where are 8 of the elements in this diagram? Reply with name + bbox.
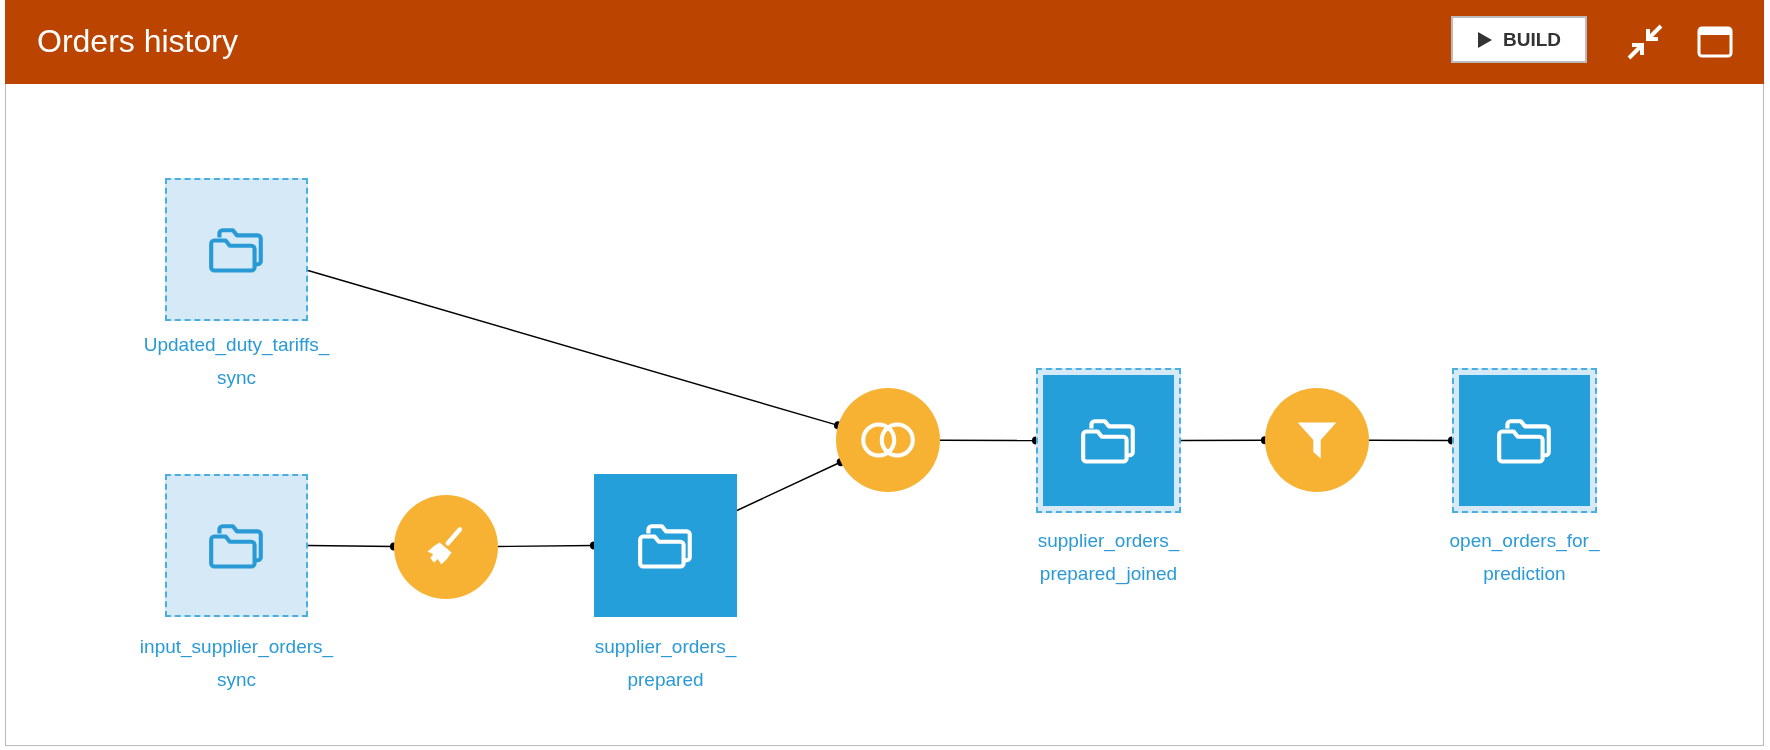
build-button: BUILD	[1451, 16, 1587, 63]
title: Orders history	[37, 22, 238, 61]
connector-line	[736, 457, 845, 512]
dataset-name: open_orders_for_ prediction	[1448, 529, 1601, 586]
dataset-name: input_supplier_orders_ sync	[138, 635, 335, 692]
dataset-name: supplier_orders_ prepared_joined	[1036, 529, 1181, 587]
dataset-name: supplier_orders_ prepared	[593, 635, 738, 692]
dataset-name: Updated_duty_tariffs_ sync	[142, 333, 331, 390]
